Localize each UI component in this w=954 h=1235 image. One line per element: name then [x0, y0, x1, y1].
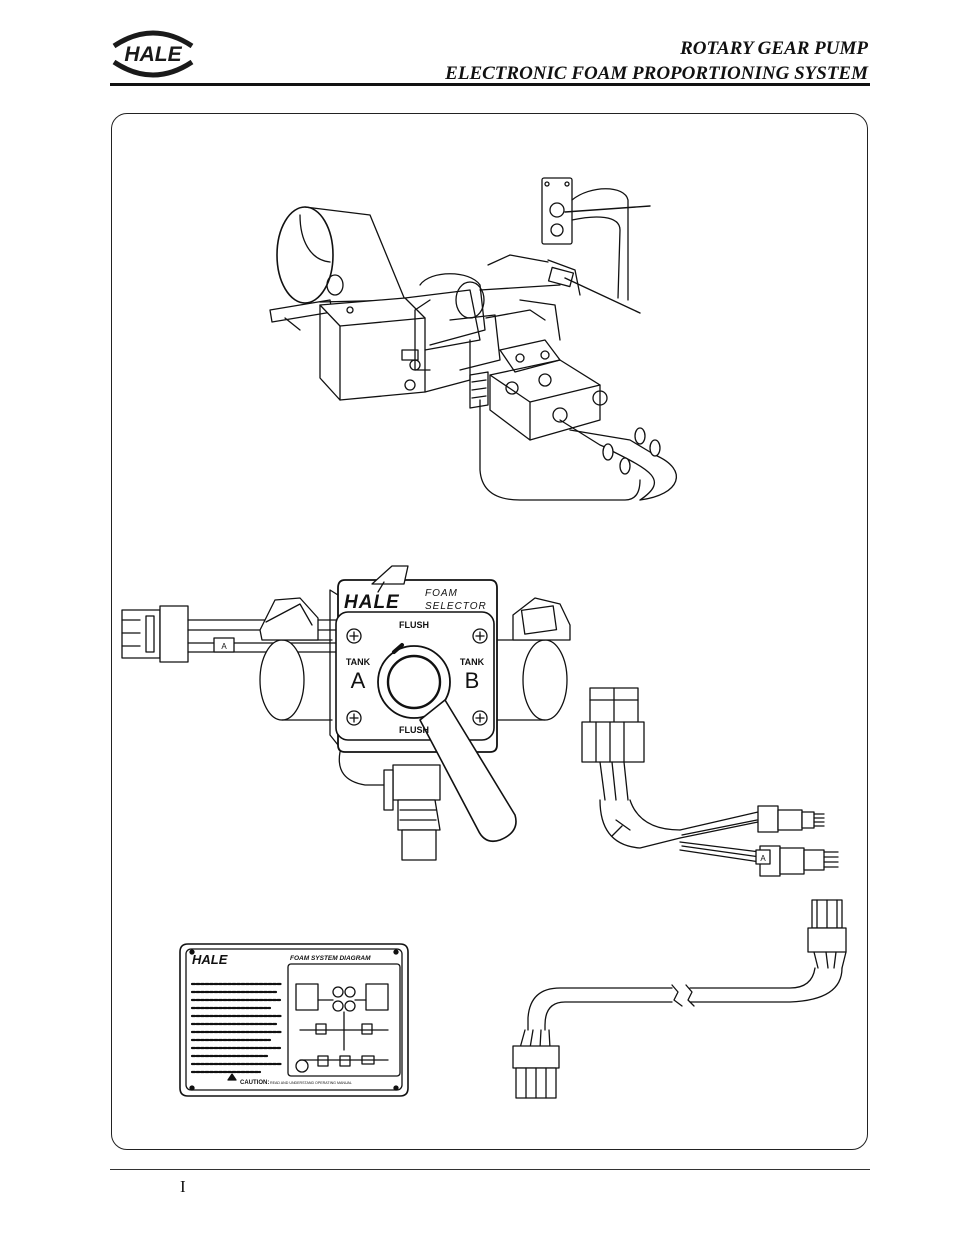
- extension-cable: [512, 899, 847, 1099]
- harness-branch-wires: [679, 811, 761, 863]
- gear-pump-body: [419, 273, 561, 371]
- selector-tank-left-letter: A: [351, 668, 366, 693]
- logo-text: HALE: [124, 43, 182, 66]
- selector-title-line2: SELECTOR: [425, 601, 487, 612]
- figure-frame: [111, 113, 868, 1150]
- header-title: ROTARY GEAR PUMP ELECTRONIC FOAM PROPORT…: [445, 36, 868, 86]
- hose-tubing: [414, 254, 677, 501]
- placard-caution: CAUTION:: [240, 1080, 269, 1086]
- selector-flush-bottom: FLUSH: [399, 725, 429, 735]
- harness-connector-tag: A: [760, 854, 766, 863]
- foam-selector-body: [329, 565, 498, 753]
- placard-caution-text: READ AND UNDERSTAND OPERATING MANUAL: [270, 1081, 352, 1085]
- selector-lower-fitting: [338, 751, 441, 861]
- panel-screws: [346, 628, 488, 726]
- selector-connector-plug: [121, 605, 346, 663]
- header-title-line1: ROTARY GEAR PUMP: [680, 38, 868, 59]
- motor-control-box: [319, 289, 481, 401]
- selector-side-ports: [259, 597, 571, 721]
- harness-main-connector: [581, 687, 681, 849]
- harness-plug-upper: [757, 805, 825, 833]
- placard-brand: HALE: [192, 952, 228, 967]
- leader-lines: [564, 205, 651, 314]
- selector-flush-top: FLUSH: [399, 620, 429, 630]
- selector-tank-right: TANK: [460, 657, 485, 667]
- switch-panel-plate: [541, 177, 629, 301]
- selector-handle: [419, 699, 517, 843]
- selector-connector-tag: A: [221, 642, 227, 651]
- footer-rule: [110, 1169, 870, 1170]
- page-number: I: [180, 1177, 186, 1196]
- valve-manifold-block: [469, 339, 608, 441]
- selector-tank-right-letter: B: [465, 668, 480, 693]
- hale-logo: HALE: [112, 30, 194, 78]
- logo-arc-bottom: [112, 59, 194, 78]
- placard-diagram-title: FOAM SYSTEM DIAGRAM: [290, 955, 371, 962]
- selector-brand: HALE: [344, 592, 400, 613]
- selector-tank-left: TANK: [346, 657, 371, 667]
- header-title-line2: ELECTRONIC FOAM PROPORTIONING SYSTEM: [445, 63, 868, 84]
- harness-plug-lower: [755, 845, 839, 877]
- placard: [179, 943, 409, 1097]
- selector-title-line1: FOAM: [425, 588, 458, 599]
- logo-arc-top: [112, 30, 194, 49]
- header-rule: [110, 83, 870, 86]
